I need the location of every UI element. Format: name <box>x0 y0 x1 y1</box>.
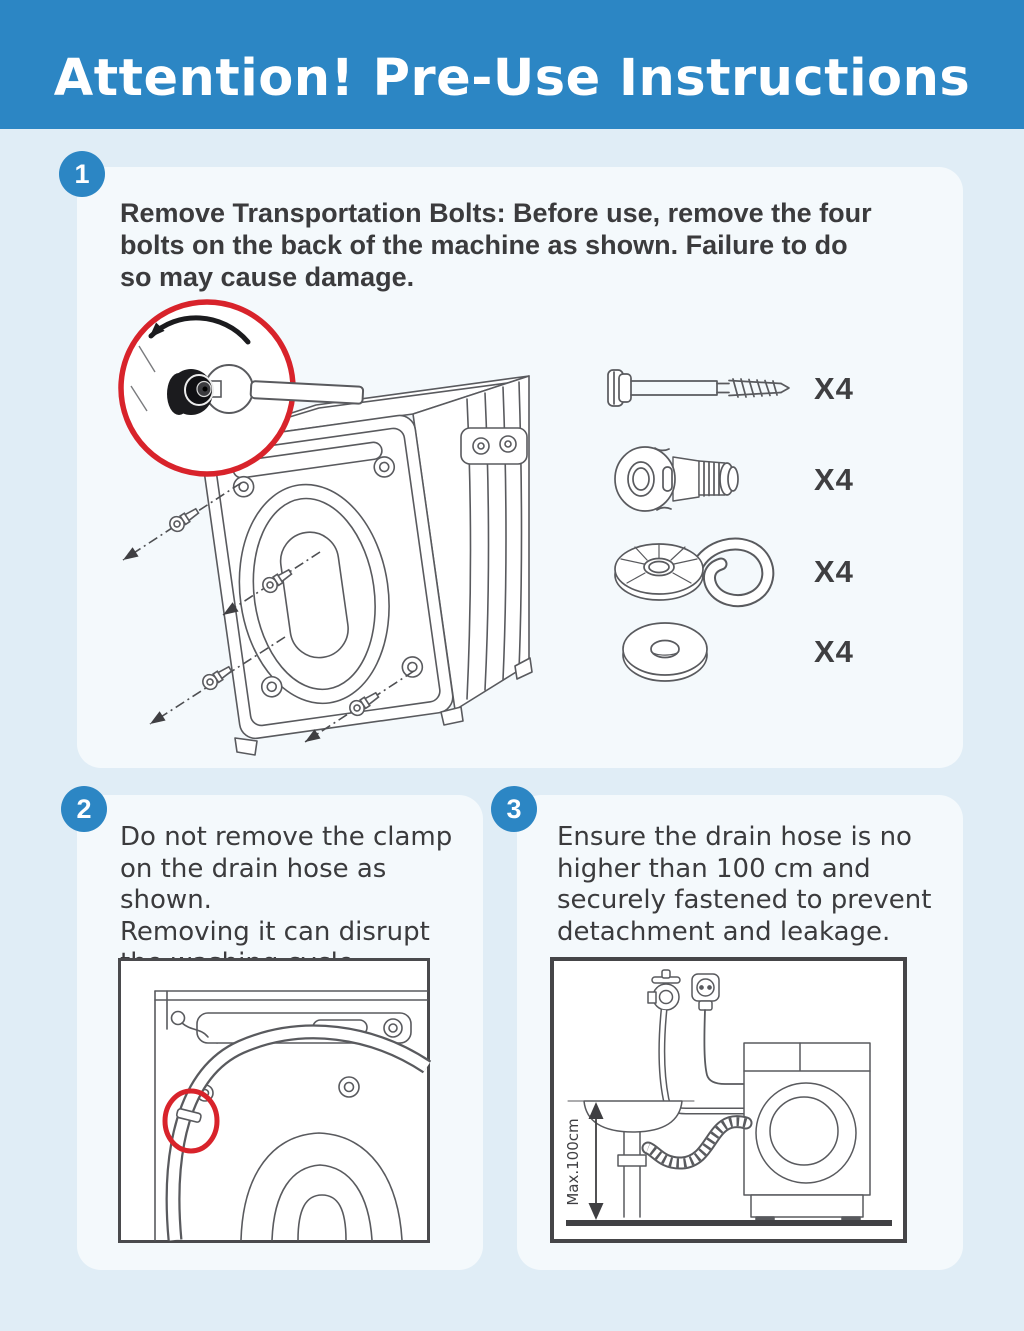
direction-arrow-icon <box>123 547 321 742</box>
transport-bolt-closeup-icon <box>167 369 214 415</box>
rotate-counterclockwise-icon <box>148 315 251 345</box>
installation-height-illustration: Max.100cm <box>564 969 892 1226</box>
transport-bolt-icon <box>607 369 790 407</box>
clamp-quantity: X4 <box>814 554 854 589</box>
step-2-card: Do not remove the clamp on the drain hos… <box>77 795 483 1270</box>
power-outlet-icon <box>691 973 720 1011</box>
step-3-number: 3 <box>506 793 522 824</box>
step-3-instruction: Ensure the drain hose is no higher than … <box>557 822 932 947</box>
wrench-icon <box>192 364 365 414</box>
step-1-number: 1 <box>74 158 90 189</box>
hose-clamp <box>175 1108 202 1123</box>
washer-quantity: X4 <box>814 634 854 669</box>
power-cord <box>703 1009 747 1085</box>
red-highlight-circle-icon <box>162 1088 220 1154</box>
step-1-card: Remove Transportation Bolts: Before use,… <box>77 167 963 768</box>
step-2-number: 2 <box>76 793 92 824</box>
water-tap-icon <box>647 969 681 1011</box>
max-height-measure: Max.100cm <box>564 1102 604 1220</box>
machine-foot <box>234 737 258 756</box>
spacer-quantity: X4 <box>814 462 854 497</box>
sink <box>567 1100 695 1218</box>
magnifier-highlight-icon <box>118 299 365 477</box>
washing-machine-front <box>743 1042 871 1223</box>
flat-washer-icon <box>622 622 708 682</box>
washing-machine-back-illustration <box>118 299 533 756</box>
machine-back-panel <box>201 414 454 740</box>
step-2-badge: 2 <box>61 786 107 832</box>
bolt-quantity: X4 <box>814 371 854 406</box>
step-2-instruction: Do not remove the clamp on the drain hos… <box>120 822 453 978</box>
drain-hose-clamp-illustration <box>154 990 432 1241</box>
step-3-badge: 3 <box>491 786 537 832</box>
page-title: Attention! Pre-Use Instructions <box>53 49 971 108</box>
header-banner: Attention! Pre-Use Instructions <box>0 0 1024 129</box>
machine-foot <box>514 657 533 680</box>
max-height-label: Max.100cm <box>564 1118 582 1205</box>
drain-hose-clamp-figure <box>118 958 432 1243</box>
step-3-card: Ensure the drain hose is no higher than … <box>517 795 963 1270</box>
step-1-instruction: Remove Transportation Bolts: Before use,… <box>120 198 872 292</box>
control-panel <box>460 427 528 465</box>
plastic-spacer-icon <box>614 446 739 512</box>
machine-foot <box>440 706 464 726</box>
step-1-badge: 1 <box>59 151 105 197</box>
removed-bolt-icon <box>169 507 380 717</box>
drain-hose-height-figure: Max.100cm <box>550 957 907 1243</box>
hole-cover-clamp-icon <box>614 537 775 607</box>
